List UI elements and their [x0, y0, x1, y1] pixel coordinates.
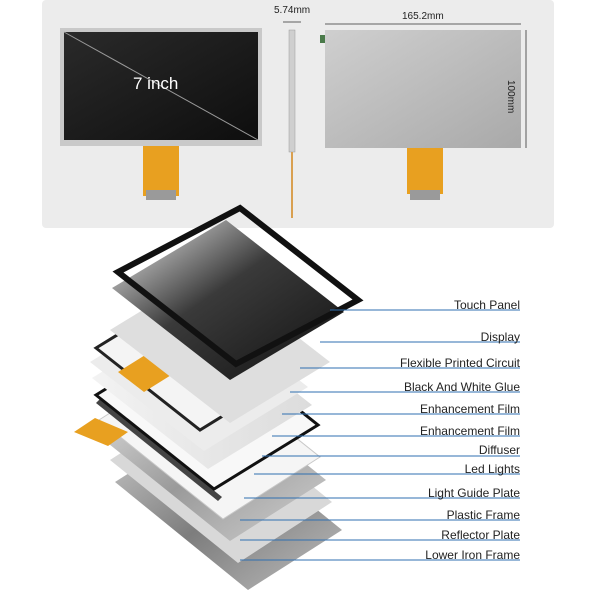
fpc-connector [143, 146, 179, 196]
lcd-front-view [60, 28, 262, 200]
height-label: 100mm [505, 80, 516, 114]
label-lower-iron-frame: Lower Iron Frame [425, 548, 520, 562]
label-reflector-plate: Reflector Plate [441, 528, 520, 542]
label-enhancement-film-2: Enhancement Film [419, 424, 520, 438]
label-light-guide-plate: Light Guide Plate [427, 486, 520, 500]
size-label-7-inch: 7 inch [133, 74, 179, 93]
leader-lines [240, 309, 520, 561]
label-plastic-frame: Plastic Frame [446, 508, 520, 522]
label-diffuser: Diffuser [478, 443, 520, 457]
label-flexible-printed-circuit: Flexible Printed Circuit [399, 356, 520, 370]
label-black-and-white-glue: Black And White Glue [403, 380, 520, 394]
label-touch-panel: Touch Panel [453, 298, 520, 312]
width-label: 165.2mm [402, 11, 444, 22]
lcd-back-view [320, 23, 527, 200]
label-enhancement-film-1: Enhancement Film [419, 402, 520, 416]
exploded-stack [74, 204, 364, 590]
label-display: Display [480, 330, 520, 344]
lcd-side-view [283, 21, 301, 218]
thickness-label: 5.74mm [274, 5, 311, 16]
label-led-lights: Led Lights [464, 462, 520, 476]
layer-led-lights [96, 399, 222, 501]
